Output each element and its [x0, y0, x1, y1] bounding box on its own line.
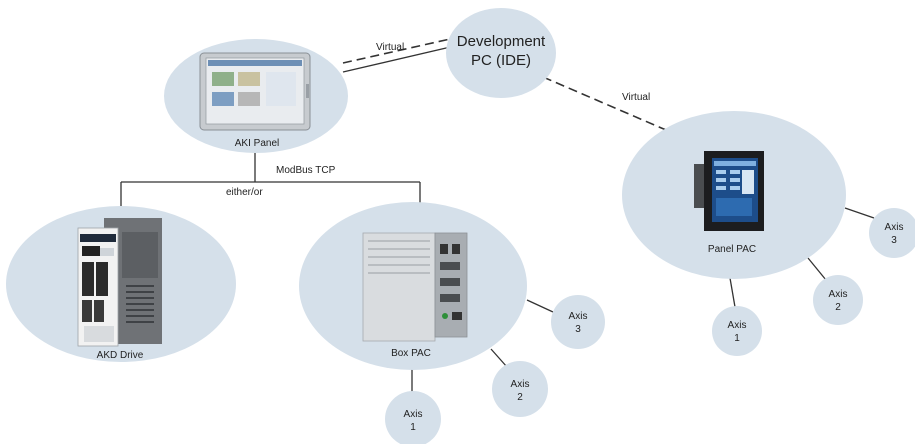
panel-pac-label: Panel PAC [708, 244, 756, 255]
panel-axis2-num: 2 [835, 302, 841, 313]
panel-axis2-bubble [813, 275, 863, 325]
box-axis2-word: Axis [511, 379, 530, 390]
connections [120, 36, 875, 392]
panel-axis1-bubble [712, 306, 762, 356]
panel-axis3-word: Axis [885, 222, 904, 233]
box-axis2-bubble [492, 361, 548, 417]
servo-drive-icon [77, 218, 162, 347]
panel-axis1-link [729, 277, 736, 308]
box-pac-label: Box PAC [391, 348, 431, 359]
panel-axis3-link [844, 207, 875, 219]
panel-axis3-bubble [869, 208, 915, 258]
aki-panel-label: AKI Panel [235, 138, 279, 149]
dev-pc-label-line1: Development [457, 33, 546, 50]
akd-drive-label: AKD Drive [97, 350, 144, 361]
aki-pc-virtual-link [342, 36, 460, 64]
dev-pc-label-line2: PC (IDE) [471, 52, 531, 69]
box-axis2-link [490, 348, 508, 368]
hmi-panel-icon [199, 52, 311, 131]
virtual-label-right: Virtual [622, 92, 650, 103]
box-axis2-num: 2 [517, 392, 523, 403]
panel-axis2-word: Axis [829, 289, 848, 300]
panel-axis1-word: Axis [728, 320, 747, 331]
aki-pc-solid-link [342, 44, 460, 73]
pc-panelpac-virtual-link [542, 76, 674, 134]
panel-axis2-link [807, 257, 827, 281]
box-axis1-num: 1 [410, 422, 416, 433]
virtual-label-top: Virtual [376, 42, 404, 53]
industrial-pc-icon [362, 232, 468, 342]
box-axis3-word: Axis [569, 311, 588, 322]
panel-axis3-num: 3 [891, 235, 897, 246]
dev-pc-bubble [446, 8, 556, 98]
box-axis1-bubble [385, 391, 441, 444]
box-axis1-word: Axis [404, 409, 423, 420]
box-axis3-link [526, 299, 554, 313]
box-axis3-bubble [551, 295, 605, 349]
modbus-label: ModBus TCP [276, 165, 336, 176]
either-or-label: either/or [226, 187, 263, 198]
box-axis3-num: 3 [575, 324, 581, 335]
panel-pc-icon [694, 151, 764, 231]
panel-axis1-num: 1 [734, 333, 740, 344]
